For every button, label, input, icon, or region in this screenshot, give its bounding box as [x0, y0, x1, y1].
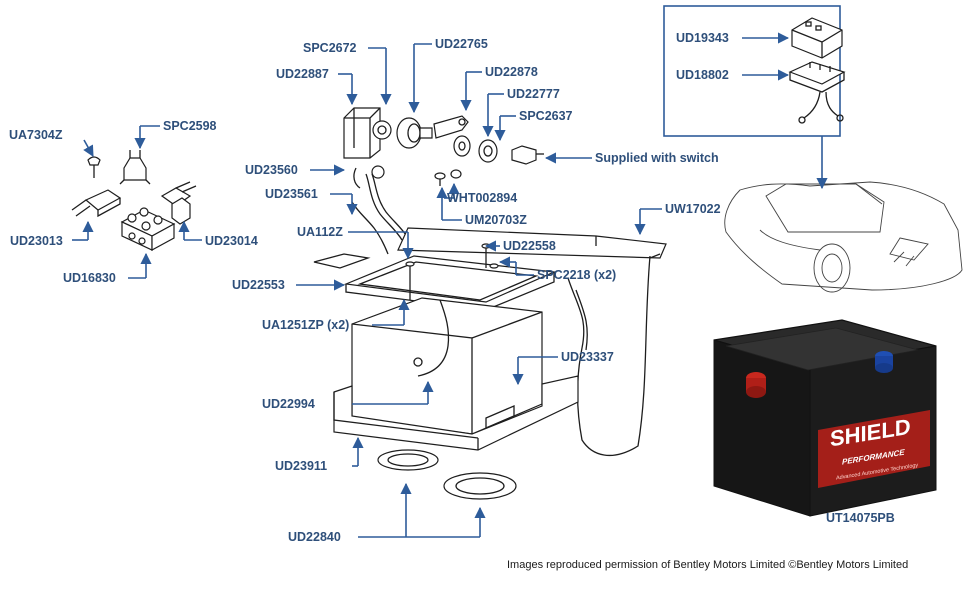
label-ua1251zp: UA1251ZP (x2)	[262, 318, 349, 332]
small-connectors-art	[71, 150, 197, 252]
part-labels: UA7304Z SPC2598 UD23013 UD23014 UD16830 …	[9, 31, 895, 544]
label-ua7304z: UA7304Z	[9, 128, 63, 142]
label-ud22840: UD22840	[288, 530, 341, 544]
connector-ud23014-drawing	[160, 181, 197, 225]
isolator-switch-art	[343, 107, 544, 255]
knob-ud22765-drawing	[396, 117, 433, 149]
relay-base-ud18802-drawing	[788, 61, 846, 124]
label-ud23013: UD23013	[10, 234, 63, 248]
label-um20703z: UM20703Z	[465, 213, 527, 227]
label-ud18802: UD18802	[676, 68, 729, 82]
label-uw17022: UW17022	[665, 202, 721, 216]
label-ud23014: UD23014	[205, 234, 258, 248]
rings-ud22840-drawing	[377, 449, 517, 500]
cable-ud23561-drawing	[351, 165, 409, 255]
label-ud23911: UD23911	[275, 459, 327, 473]
label-ud23561: UD23561	[265, 187, 318, 201]
label-wht002894: WHT002894	[447, 191, 517, 205]
screw-ua7304z-drawing	[87, 156, 101, 178]
terminal-block-ud16830-drawing	[120, 207, 176, 252]
lever-ud22878-drawing	[433, 115, 469, 139]
label-ud23337: UD23337	[561, 350, 614, 364]
connector-ud23013-drawing	[71, 189, 122, 218]
battery-tray-art	[313, 227, 667, 500]
tray-ud23337-drawing	[333, 375, 579, 451]
screw-wht002894-drawing	[434, 169, 462, 186]
label-ud22765: UD22765	[435, 37, 488, 51]
positive-terminal-icon	[746, 372, 766, 398]
label-ud22994: UD22994	[262, 397, 315, 411]
washer-ud22777-drawing	[453, 135, 498, 163]
car-sketch	[724, 181, 963, 293]
clip-spc2598-drawing	[119, 150, 151, 185]
nut-spc2637-drawing	[511, 145, 544, 165]
label-ud23560: UD23560	[245, 163, 298, 177]
label-ud22558: UD22558	[503, 239, 556, 253]
footer-credit: Images reproduced permission of Bentley …	[507, 559, 908, 571]
label-spc2672: SPC2672	[303, 41, 357, 55]
label-ua112z: UA112Z	[297, 225, 343, 239]
leader-lines	[72, 32, 828, 538]
label-ud22553: UD22553	[232, 278, 285, 292]
panel-uw17022-drawing	[397, 227, 667, 456]
label-spc2218: SPC2218 (x2)	[537, 268, 616, 282]
label-ud22878: UD22878	[485, 65, 538, 79]
label-ud22887: UD22887	[276, 67, 329, 81]
battery-ut14075pb-drawing: SHIELD PERFORMANCE Advanced Automotive T…	[713, 319, 937, 517]
switch-housing-spc2672-drawing	[343, 107, 392, 159]
label-ud16830: UD16830	[63, 271, 116, 285]
label-spc2637: SPC2637	[519, 109, 573, 123]
label-ud22777: UD22777	[507, 87, 560, 101]
relay-cover-ud19343-drawing	[791, 17, 843, 59]
label-supplied-with-switch: Supplied with switch	[595, 151, 719, 165]
label-spc2598: SPC2598	[163, 119, 217, 133]
label-ud19343: UD19343	[676, 31, 729, 45]
negative-terminal-icon	[875, 351, 893, 373]
relay-art	[788, 17, 846, 124]
label-ut14075pb: UT14075PB	[826, 511, 895, 525]
